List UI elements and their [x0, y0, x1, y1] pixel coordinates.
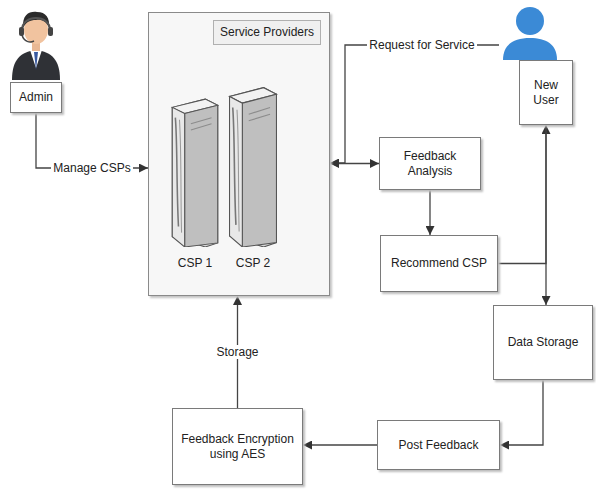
box-label: New User	[524, 78, 568, 108]
flow-arrow	[36, 113, 148, 168]
edge-label: Manage CSPs	[51, 161, 132, 175]
flow-arrow	[498, 125, 546, 264]
process-box: Recommend CSP	[380, 235, 498, 292]
box-label: Feedback Encryption using AES	[177, 432, 298, 462]
server-node: CSP 1	[164, 93, 226, 271]
server-node: CSP 2	[221, 81, 285, 271]
server-icon	[164, 93, 226, 247]
box-label: Recommend CSP	[391, 256, 487, 271]
process-box: Post Feedback	[377, 420, 500, 470]
flow-arrow	[303, 444, 377, 445]
flow-arrow	[545, 125, 546, 305]
group-heading: Service Providers	[213, 20, 321, 45]
process-box: Data Storage	[493, 305, 593, 380]
process-box: Feedback Encryption using AES	[172, 408, 303, 485]
actor-label-box: Admin	[10, 82, 62, 113]
server-icon	[221, 81, 285, 247]
actor-label-box: New User	[519, 60, 573, 125]
edge-label: Storage	[214, 345, 260, 359]
flow-arrow	[429, 190, 430, 235]
server-label: CSP 1	[154, 256, 236, 271]
flow-arrow	[330, 163, 379, 164]
box-label: Data Storage	[508, 335, 579, 350]
box-label: Feedback Analysis	[384, 149, 476, 179]
process-box: Feedback Analysis	[379, 137, 481, 190]
provider-group: Service ProvidersCSP 1CSP 2	[148, 12, 330, 296]
flow-arrow	[500, 380, 543, 445]
admin-icon	[12, 12, 60, 80]
edge-label: Request for Service	[367, 38, 476, 52]
user-icon	[503, 7, 557, 60]
box-label: Post Feedback	[398, 438, 478, 453]
box-label: Admin	[19, 90, 53, 105]
server-label: CSP 2	[211, 256, 295, 271]
